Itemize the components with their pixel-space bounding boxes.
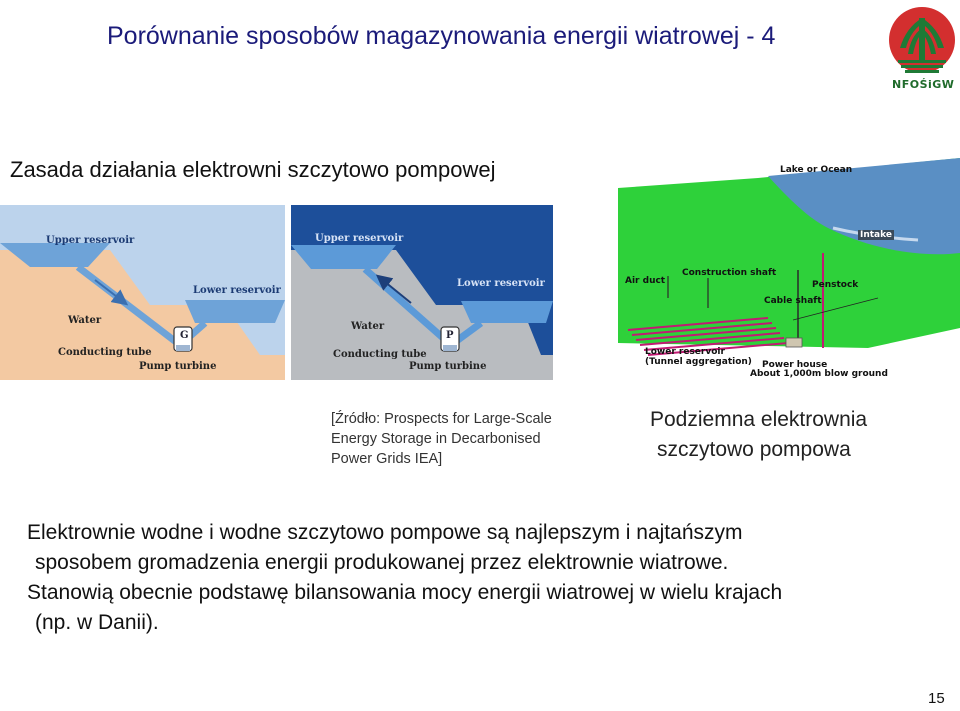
caption-line: Podziemna elektrownia xyxy=(650,408,868,431)
air-duct-label: Air duct xyxy=(625,276,666,286)
body-line: sposobem gromadzenia energii produkowane… xyxy=(35,551,729,574)
source-line: [Źródło: Prospects for Large-Scale xyxy=(331,411,552,427)
penstock-label: Penstock xyxy=(812,280,859,290)
water-label: Water xyxy=(351,321,385,332)
tunnel-aggregation-label: (Tunnel aggregation) xyxy=(645,357,752,367)
pump-turbine-label: Pump turbine xyxy=(139,361,217,372)
conducting-tube-label: Conducting tube xyxy=(333,349,427,360)
body-line: (np. w Danii). xyxy=(35,611,159,634)
pump-turbine-label: Pump turbine xyxy=(409,361,487,372)
logo-text: NFOŚiGW xyxy=(892,78,955,91)
upper-reservoir-label: Upper reservoir xyxy=(315,233,404,244)
page-number: 15 xyxy=(928,690,945,707)
conducting-tube-label: Conducting tube xyxy=(58,347,152,358)
lower-reservoir-label: Lower reservoir xyxy=(193,285,281,296)
lake-or-ocean-label: Lake or Ocean xyxy=(780,165,853,175)
source-line: Power Grids IEA] xyxy=(331,451,443,467)
power-house-label: Power house xyxy=(762,360,828,370)
section-subtitle: Zasada działania elektrowni szczytowo po… xyxy=(10,157,496,182)
nfosigw-logo-icon xyxy=(889,7,955,73)
unit-letter: P xyxy=(446,330,454,341)
diagram-illustration xyxy=(618,158,960,390)
unit-letter: G xyxy=(180,330,189,341)
construction-shaft-label: Construction shaft xyxy=(682,268,777,278)
underground-plant-diagram: Lake or Ocean Intake Air duct Constructi… xyxy=(618,158,960,390)
source-citation: [Źródło: Prospects for Large-Scale Energ… xyxy=(331,409,606,469)
depth-label: About 1,000m blow ground xyxy=(750,369,888,379)
lower-reservoir-label: Lower reservoir xyxy=(457,278,545,289)
lower-reservoir-label: Lower reservoir xyxy=(645,347,725,357)
cable-shaft-label: Cable shaft xyxy=(764,296,822,306)
slide-title: Porównanie sposobów magazynowania energi… xyxy=(107,22,776,50)
body-line: Stanowią obecnie podstawę bilansowania m… xyxy=(27,581,783,604)
diagram-illustration xyxy=(0,205,285,380)
water-label: Water xyxy=(68,315,102,326)
source-line: Energy Storage in Decarbonised xyxy=(331,431,541,447)
pumped-storage-diagram-pumping: P Upper reservoir Lower reservoir Water … xyxy=(291,205,553,380)
body-line: Elektrownie wodne i wodne szczytowo pomp… xyxy=(27,521,743,544)
underground-plant-caption: Podziemna elektrownia szczytowo pompowa xyxy=(650,405,867,465)
caption-line: szczytowo pompowa xyxy=(657,438,851,461)
diagram-illustration xyxy=(291,205,553,380)
body-paragraph: Elektrownie wodne i wodne szczytowo pomp… xyxy=(27,518,782,638)
intake-label: Intake xyxy=(858,230,894,240)
upper-reservoir-label: Upper reservoir xyxy=(46,235,135,246)
pumped-storage-diagram-generation: G Upper reservoir Lower reservoir Water … xyxy=(0,205,285,380)
